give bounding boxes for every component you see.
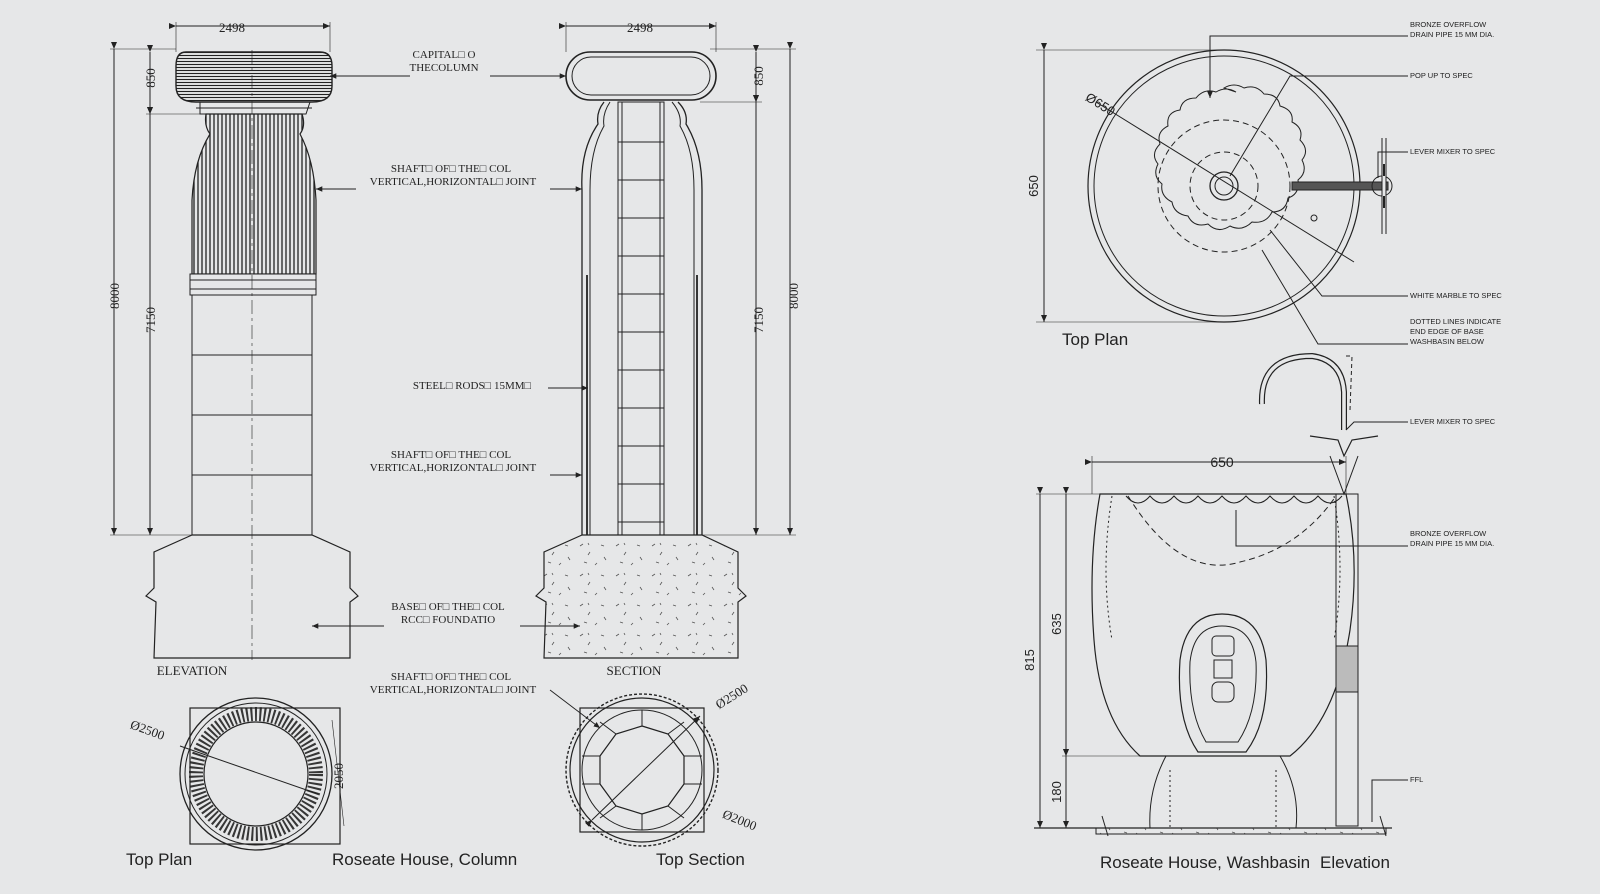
dim-outer-sec: Ø2500 (713, 680, 751, 711)
dim-basin-elev-width: 650 (1210, 454, 1234, 470)
dim-width-sec: 2498 (627, 20, 653, 35)
note-bronze-overflow-b1: BRONZE OVERFLOW (1410, 529, 1487, 538)
label-basin-title: Roseate House, Washbasin (1100, 853, 1310, 872)
note-dotted-3: WASHBASIN BELOW (1410, 337, 1485, 346)
dim-inner-sec: Ø2000 (720, 806, 758, 833)
column-callouts (312, 73, 601, 729)
dim-width-elev: 2498 (219, 20, 245, 35)
ladder-rungs (618, 141, 664, 523)
label-basin-elevation: Elevation (1320, 853, 1390, 872)
steel-ladder (617, 101, 665, 536)
note-lever-mixer-plan: LEVER MIXER TO SPEC (1410, 147, 1496, 156)
label-basin-top-plan: Top Plan (1062, 330, 1128, 349)
dim-basin-elev-base: 180 (1049, 781, 1064, 803)
dim-basin-elev-bowl: 635 (1049, 613, 1064, 635)
washbasin-top-plan (1036, 35, 1408, 345)
basin-niche (1178, 613, 1268, 753)
mixer-handle-plan (1291, 181, 1389, 191)
note-steel-rods: STEEL□ RODS□ 15MM□ (413, 380, 532, 392)
dim-capital-elev: 850 (143, 68, 158, 88)
note-marble: WHITE MARBLE TO SPEC (1410, 291, 1502, 300)
capital-section (565, 51, 717, 101)
label-column-top-plan: Top Plan (126, 850, 192, 869)
note-shaft-joint-2: VERTICAL,HORIZONTAL□ JOINT (370, 176, 537, 188)
dim-total-sec: 8000 (786, 283, 801, 309)
column-top-section (565, 693, 719, 847)
dim-plan-dia: Ø2500 (128, 717, 166, 743)
foundation-section (535, 534, 747, 659)
dim-basin-plan-height: 650 (1026, 175, 1041, 197)
washbasin-elevation (1034, 352, 1408, 837)
label-elevation: ELEVATION (157, 663, 228, 678)
foundation-elevation (145, 534, 359, 659)
note-shaft-joint-c1: SHAFT□ OF□ THE□ COL (391, 671, 512, 683)
fluted-shaft (191, 113, 317, 275)
dim-shaft-sec: 7150 (751, 307, 766, 333)
capital-elevation (175, 51, 333, 103)
label-column-title: Roseate House, Column (332, 850, 517, 869)
note-capital-1: CAPITAL□ O (413, 49, 476, 61)
note-bronze-overflow-2: DRAIN PIPE 15 MM DIA. (1410, 30, 1494, 39)
note-ffl: FFL (1410, 775, 1423, 784)
note-shaft-joint-b2: VERTICAL,HORIZONTAL□ JOINT (370, 462, 537, 474)
note-capital-2: THECOLUMN (409, 62, 478, 74)
note-shaft-joint-b1: SHAFT□ OF□ THE□ COL (391, 449, 512, 461)
basin-pedestal (1149, 755, 1298, 829)
scalloped-basin-rim (1154, 84, 1306, 230)
dim-plan-side: 2050 (331, 763, 346, 789)
note-dotted-1: DOTTED LINES INDICATE (1410, 317, 1501, 326)
dim-capital-sec: 850 (751, 66, 766, 86)
column-elevation (110, 22, 359, 660)
note-shaft-joint-c2: VERTICAL,HORIZONTAL□ JOINT (370, 684, 537, 696)
note-dotted-2: END EDGE OF BASE (1410, 327, 1484, 336)
note-bronze-overflow-1: BRONZE OVERFLOW (1410, 20, 1487, 29)
basin-bowl (1091, 493, 1355, 757)
dim-total-elev: 8000 (107, 283, 122, 309)
note-lever-mixer-elev: LEVER MIXER TO SPEC (1410, 417, 1496, 426)
note-bronze-overflow-b2: DRAIN PIPE 15 MM DIA. (1410, 539, 1494, 548)
dim-basin-plan-dia: Ø650 (1083, 89, 1118, 119)
column-section (535, 22, 796, 659)
column-top-plan (179, 697, 345, 851)
note-base-1: BASE□ OF□ THE□ COL (391, 601, 505, 613)
dim-basin-elev-total: 815 (1022, 649, 1037, 671)
label-section: SECTION (607, 663, 663, 678)
note-popup: POP UP TO SPEC (1410, 71, 1473, 80)
note-base-2: RCC□ FOUNDATIO (401, 614, 495, 626)
label-column-top-section: Top Section (656, 850, 745, 869)
dim-shaft-elev: 7150 (143, 307, 158, 333)
note-shaft-joint-1: SHAFT□ OF□ THE□ COL (391, 163, 512, 175)
